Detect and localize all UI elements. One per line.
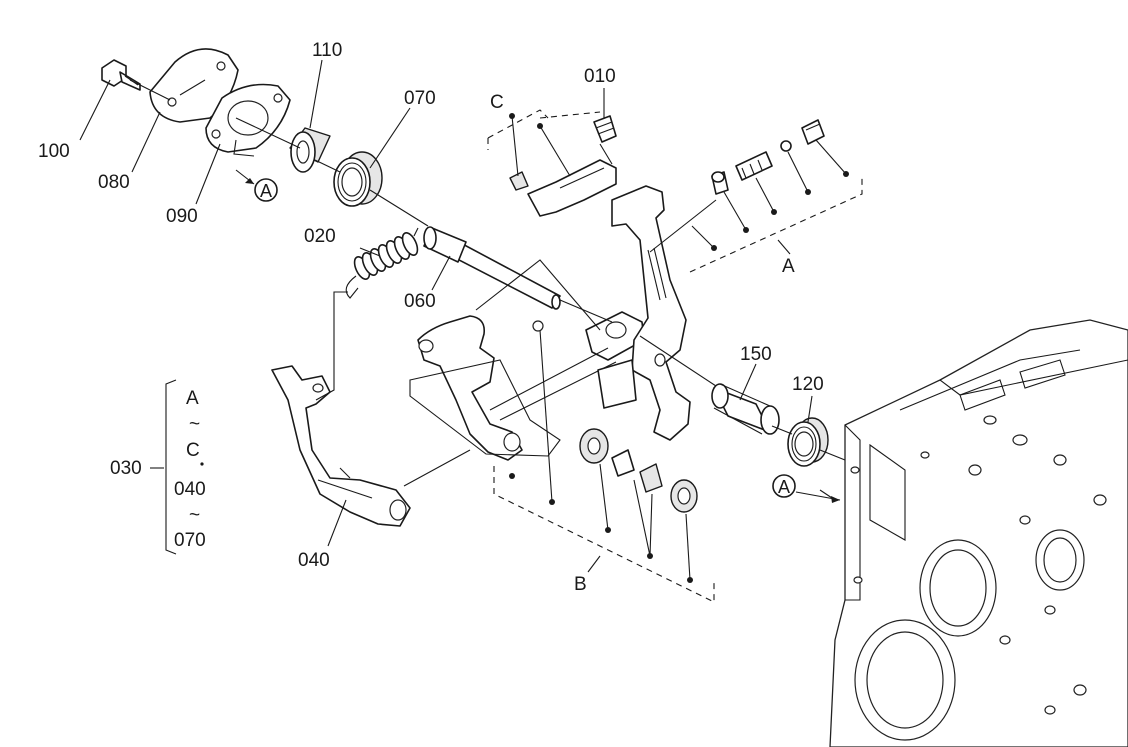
callout-010: 010 [584,66,616,118]
shaft-060 [423,226,561,310]
range-line-2: ~ [189,414,200,435]
callout-020: 020 [304,226,381,257]
ref-mark-a-left-label: A [260,181,272,201]
fork-lever [417,311,645,461]
lever-040 [271,365,411,527]
callout-110: 110 [309,40,342,129]
part-label-120: 120 [792,374,824,395]
group-c-outline [487,109,601,177]
range-line-5: ~ [189,505,200,526]
range-line-3: C [186,440,200,461]
callout-060: 060 [404,255,451,312]
ref-mark-a-left: A [235,169,278,202]
part-label-150: 150 [740,344,772,365]
bracket-c [509,115,617,217]
spring-assembly-a [711,119,825,195]
part-label-060: 060 [404,291,436,312]
callout-100: 100 [38,79,111,162]
range-line-6: 070 [174,530,206,551]
part-label-080: 080 [98,172,130,193]
engine-block [829,319,1128,747]
callout-080: 080 [98,111,161,193]
callout-040: 040 [298,499,347,571]
callout-120: 120 [792,374,824,423]
group-b-outline [493,320,715,603]
cover-080 [149,48,239,123]
sleeve-150 [711,383,780,435]
bearing-120 [787,417,829,467]
group-label-a: A [782,256,795,277]
gasket-090 [205,83,291,153]
part-label-090: 090 [166,206,198,227]
range-line-4: 040 [174,479,206,500]
part-label-020: 020 [304,226,336,247]
ref-mark-a-right-label: A [778,477,790,497]
governor-arm [597,185,691,441]
group-label-b: B [574,574,587,595]
collar-110 [289,127,331,173]
group-a-outline [689,139,863,273]
plug-parts-b [579,428,698,513]
ref-mark-a-right: A [772,474,841,503]
part-label-100: 100 [38,141,70,162]
part-label-110: 110 [312,40,342,61]
bolt-100 [101,59,141,91]
range-note-030: 030 A ~ C 040 ~ 070 [110,379,206,555]
callout-070: 070 [369,88,436,169]
part-label-070: 070 [404,88,436,109]
part-label-010: 010 [584,66,616,87]
part-label-040: 040 [298,550,330,571]
spring-020 [345,227,419,299]
callout-090: 090 [166,143,221,227]
callout-150: 150 [739,344,772,401]
group-label-c: C [490,92,504,113]
range-line-1: A [186,388,199,409]
part-label-030: 030 [110,458,142,479]
